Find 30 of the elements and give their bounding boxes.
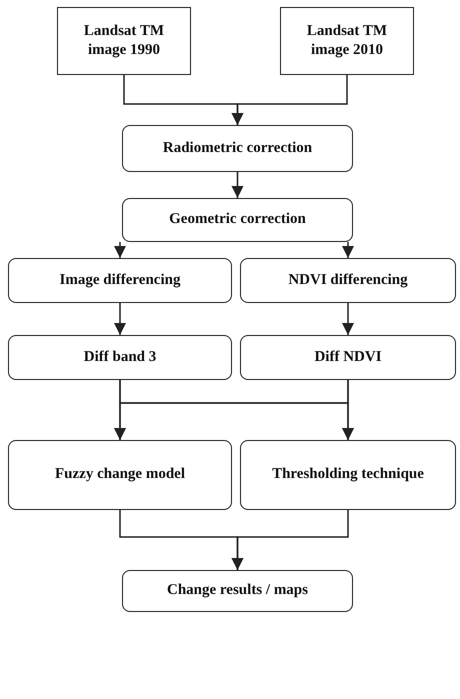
node-label: NDVI differencing <box>288 270 408 290</box>
node-label: Fuzzy change model <box>55 465 185 484</box>
node-label: Diff NDVI <box>314 348 382 367</box>
process-box <box>122 125 353 172</box>
process-box <box>8 335 232 380</box>
node-label: Radiometric correction <box>162 138 312 158</box>
arrow <box>232 510 349 570</box>
arrow <box>342 380 354 440</box>
node-label: Image differencing <box>60 270 180 290</box>
process-box <box>8 440 232 510</box>
node-label: Landsat TM image 1990 <box>82 22 166 60</box>
process-box <box>122 198 353 242</box>
node-label: Thresholding technique <box>272 465 424 484</box>
arrow <box>342 303 354 335</box>
input-box <box>57 7 191 75</box>
process-box <box>240 335 456 380</box>
node-label: Diff band 3 <box>84 348 156 367</box>
arrow <box>114 303 126 335</box>
node-label: Landsat TM image 2010 <box>306 22 388 60</box>
node-label: Change results / maps <box>167 581 308 600</box>
arrow <box>114 242 126 258</box>
arrow <box>342 242 354 258</box>
process-box <box>240 258 456 303</box>
process-box <box>122 570 353 612</box>
input-box <box>280 7 414 75</box>
node-label: Geometric correction <box>169 210 306 230</box>
process-box <box>8 258 232 303</box>
process-box <box>240 440 456 510</box>
arrow <box>232 172 244 198</box>
arrow <box>232 75 348 125</box>
